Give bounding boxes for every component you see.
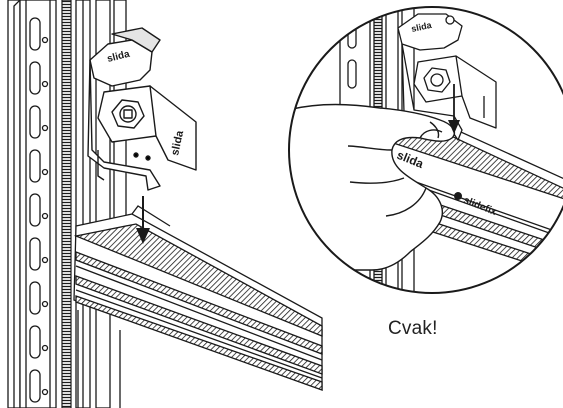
horizontal-rail xyxy=(73,205,323,408)
hand xyxy=(289,103,456,271)
caption-text: Cvak! xyxy=(388,318,438,339)
detail-clip-label: slida xyxy=(410,20,433,34)
detail-circle xyxy=(288,6,563,294)
down-arrow-icon xyxy=(136,196,150,244)
threaded-rod xyxy=(61,0,72,408)
main-view: slida slida xyxy=(7,0,323,408)
detail-view: slida slidefix slida xyxy=(288,6,563,294)
clip-top-label: slida xyxy=(106,49,131,65)
detail-down-arrow-icon xyxy=(448,84,460,134)
vertical-upright xyxy=(7,0,57,408)
clip-label: slida xyxy=(169,129,186,157)
clip-bracket: slida slida xyxy=(87,27,197,191)
